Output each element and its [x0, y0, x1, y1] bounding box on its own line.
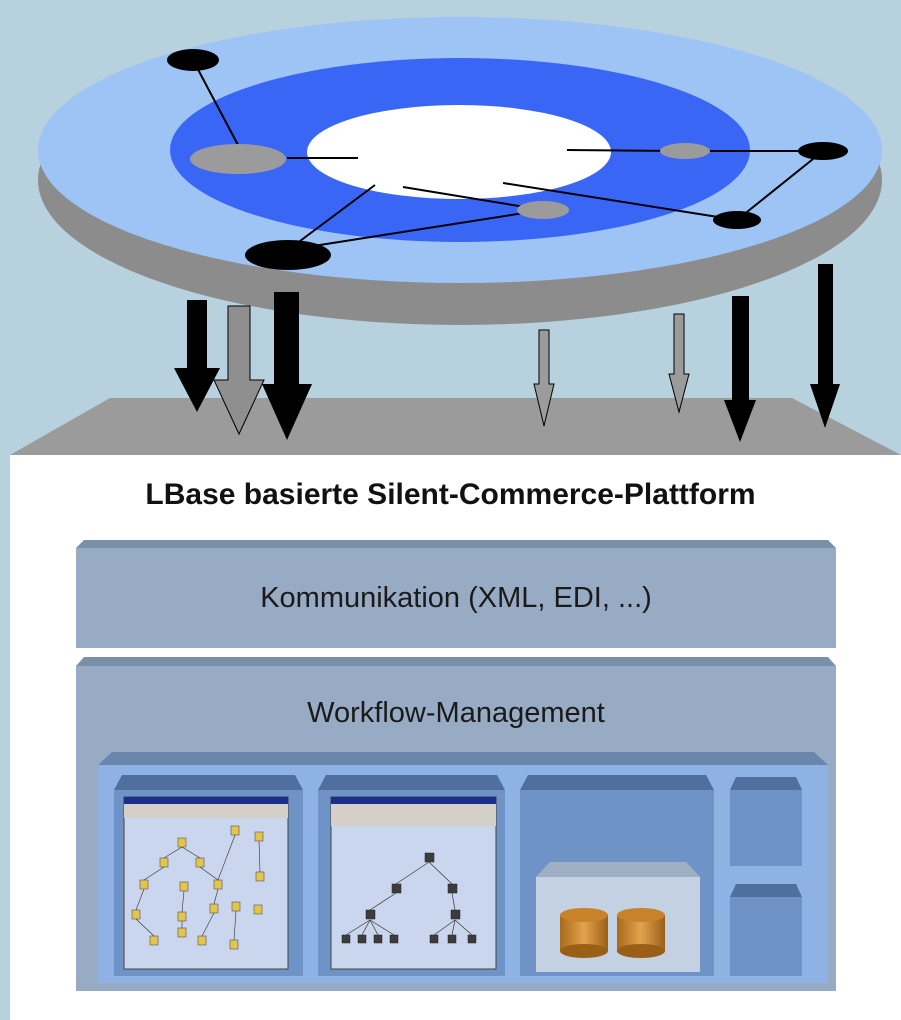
arrow-down-gray: [213, 305, 265, 436]
disc-center: [307, 105, 611, 199]
module-tray-top: [98, 752, 828, 765]
arrow-down-gray: [668, 313, 690, 414]
network-node: [517, 201, 569, 219]
module-4b-top: [730, 884, 802, 897]
network-node: [798, 142, 848, 160]
layer-workflow-top: [76, 657, 836, 666]
network-node: [713, 211, 761, 229]
hierarchy-editor-screenshot: [330, 796, 497, 970]
arrow-down-black: [262, 292, 312, 440]
database-cylinder: [617, 908, 665, 958]
network-node: [660, 143, 710, 159]
platform-title: LBase basierte Silent-Commerce-Plattform: [145, 478, 756, 511]
layer-communication-label: Kommunikation (XML, EDI, ...): [260, 582, 652, 614]
module-4b: [730, 897, 802, 976]
layer-communication-top: [76, 540, 836, 548]
network-node: [245, 240, 331, 270]
database-box-top: [536, 862, 700, 877]
network-node: [167, 49, 219, 71]
arrow-down-black: [174, 300, 220, 412]
arrows: [174, 264, 840, 442]
module-2-top: [318, 775, 505, 790]
layer-communication: [76, 548, 836, 648]
module-3-top: [520, 775, 714, 790]
module-4a-top: [730, 777, 802, 790]
network-node: [190, 144, 286, 174]
arrow-down-gray: [533, 329, 555, 427]
arrow-down-black: [810, 264, 840, 428]
database-cylinder: [560, 908, 608, 958]
module-4a: [730, 790, 802, 866]
layer-workflow-label: Workflow-Management: [307, 697, 605, 729]
module-1-top: [114, 775, 303, 790]
process-graph-editor-screenshot: [123, 796, 289, 970]
arrow-down-black: [724, 296, 756, 442]
